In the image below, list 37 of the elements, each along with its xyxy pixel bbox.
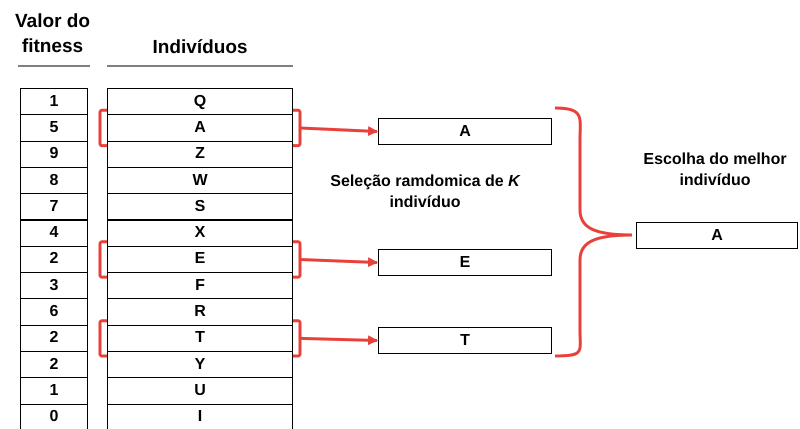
fitness-value: 1 bbox=[20, 377, 88, 405]
individual-cell: Z bbox=[107, 140, 293, 168]
individual-cell: U bbox=[107, 377, 293, 405]
fitness-value: 2 bbox=[20, 324, 88, 352]
selected-individual-box: T bbox=[378, 327, 552, 354]
individual-cell: X bbox=[107, 220, 293, 247]
fitness-value: 4 bbox=[20, 220, 88, 247]
individual-cell: F bbox=[107, 272, 293, 300]
best-individual-box: A bbox=[636, 222, 798, 249]
fitness-value: 0 bbox=[20, 404, 88, 429]
arrow bbox=[300, 257, 378, 268]
fitness-value: 1 bbox=[20, 88, 88, 116]
choice-caption: Escolha do melhor indivíduo bbox=[642, 150, 788, 191]
selected-individual-box: A bbox=[378, 118, 552, 145]
individual-cell: S bbox=[107, 193, 293, 220]
fitness-value: 2 bbox=[20, 246, 88, 274]
selection-caption: Seleção ramdomica de K indivíduo bbox=[329, 172, 522, 213]
fitness-value: 2 bbox=[20, 351, 88, 378]
individual-cell: A bbox=[107, 114, 293, 142]
fitness-value: 5 bbox=[20, 114, 88, 142]
fitness-value: 9 bbox=[20, 140, 88, 168]
fitness-value: 8 bbox=[20, 166, 88, 194]
individual-cell: Q bbox=[107, 88, 293, 116]
fitness-value: 7 bbox=[20, 193, 88, 220]
fitness-value: 6 bbox=[20, 298, 88, 326]
fitness-value: 3 bbox=[20, 272, 88, 300]
individual-cell: E bbox=[107, 246, 293, 274]
column-header: Indivíduos bbox=[152, 36, 248, 60]
individual-cell: Y bbox=[107, 351, 293, 378]
arrow bbox=[300, 335, 378, 346]
individual-cell: W bbox=[107, 166, 293, 194]
selected-individual-box: E bbox=[378, 249, 552, 276]
column-header: Valor do fitness bbox=[14, 10, 91, 59]
individual-cell: R bbox=[107, 298, 293, 326]
individual-cell: I bbox=[107, 404, 293, 429]
arrow bbox=[300, 126, 378, 136]
individual-cell: T bbox=[107, 324, 293, 352]
